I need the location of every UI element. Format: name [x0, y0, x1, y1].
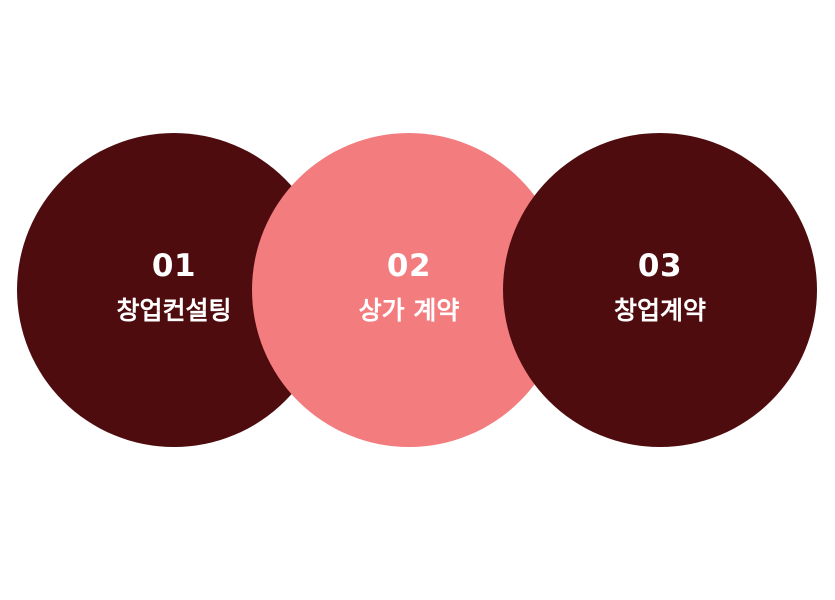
step-label: 창업컨설팅: [116, 296, 232, 325]
step-label: 상가 계약: [358, 296, 460, 325]
step-number: 03: [637, 248, 683, 284]
step-number: 01: [151, 248, 197, 284]
step-circle-3: 03 창업계약: [503, 133, 817, 447]
step-number: 02: [386, 248, 432, 284]
step-label: 창업계약: [613, 296, 706, 325]
